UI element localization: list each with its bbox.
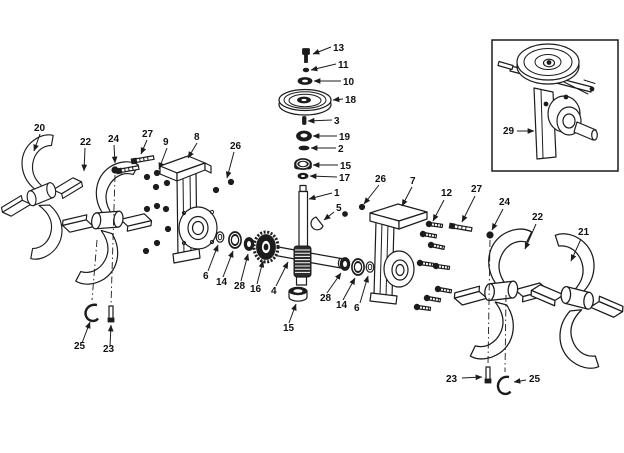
callout-7: 7	[410, 176, 416, 187]
callout-22-right: 22	[532, 212, 544, 223]
part-bolt-27-right	[448, 222, 473, 233]
part-washer-train-left	[215, 231, 255, 251]
part-washer-17	[297, 172, 309, 180]
callout-10: 10	[343, 77, 355, 88]
part-clip-25-right	[496, 375, 512, 396]
part-clip-25-left	[84, 303, 99, 323]
part-housing-7	[369, 203, 428, 305]
part-washer-10	[297, 77, 313, 85]
callout-13: 13	[333, 43, 345, 54]
callout-14-left: 14	[216, 277, 228, 288]
callout-3: 3	[334, 116, 340, 127]
part-tine-22-left	[56, 155, 158, 291]
callout-5: 5	[336, 203, 342, 214]
callout-23-right: 23	[446, 374, 458, 385]
part-worm-gear	[293, 245, 312, 286]
part-nut-24-right	[486, 231, 494, 239]
part-woodruff-key-5	[310, 216, 324, 231]
callout-17: 17	[339, 173, 351, 184]
callout-24-left: 24	[108, 134, 120, 145]
part-pin-23-left	[107, 305, 115, 323]
callout-20: 20	[34, 123, 46, 134]
callout-25-left: 25	[74, 341, 86, 352]
part-key-3	[302, 116, 307, 125]
callout-6-left: 6	[203, 271, 209, 282]
callout-22-left: 22	[80, 137, 92, 148]
callout-14-right: 14	[336, 300, 348, 311]
callout-9: 9	[163, 137, 169, 148]
callout-29: 29	[503, 126, 515, 137]
callout-23-left: 23	[103, 344, 115, 355]
callout-27-right: 27	[471, 184, 483, 195]
part-bearing-19	[296, 130, 312, 142]
callout-8: 8	[194, 132, 200, 143]
callout-27-left: 27	[142, 129, 154, 140]
part-pulley-18	[278, 88, 332, 116]
callout-6-right: 6	[354, 303, 360, 314]
part-lockwasher-11	[302, 67, 310, 73]
callout-16: 16	[250, 284, 262, 295]
callout-11: 11	[338, 60, 349, 71]
part-spacer-2	[298, 145, 310, 151]
callout-18: 18	[345, 95, 357, 106]
callout-1: 1	[334, 188, 340, 199]
alignment-lines	[91, 174, 507, 373]
callout-26-left: 26	[230, 141, 242, 152]
part-bolt-13	[302, 48, 310, 63]
part-bearing-15-top	[294, 158, 312, 170]
callout-12: 12	[441, 188, 453, 199]
part-tine-20	[0, 129, 96, 265]
callout-19: 19	[339, 132, 351, 143]
callout-26-right: 26	[375, 174, 387, 185]
callout-25-right: 25	[529, 374, 541, 385]
callout-4: 4	[271, 286, 277, 297]
bolt-group-9-left	[142, 169, 366, 255]
callout-15-bottom: 15	[283, 323, 295, 334]
part-washer-train-right	[339, 257, 375, 276]
callout-21: 21	[578, 227, 590, 238]
callout-28-right: 28	[320, 293, 332, 304]
callout-28-left: 28	[234, 281, 246, 292]
callout-15-top: 15	[340, 161, 352, 172]
part-bolts-12	[413, 220, 453, 313]
part-bushing-15-bottom	[288, 286, 308, 302]
callout-24-right: 24	[499, 197, 511, 208]
callout-2: 2	[338, 144, 344, 155]
leader-lines	[33, 46, 582, 384]
part-housing-8	[159, 155, 218, 264]
part-pin-23-right	[484, 366, 492, 384]
inset-assembly-29	[491, 39, 619, 172]
part-vertical-shaft-1	[298, 184, 309, 248]
part-gear-16	[252, 230, 280, 264]
callout-labels: 13 11 10 18 3 19 2 15 17 1 5 26 7 12 27 …	[34, 43, 590, 385]
